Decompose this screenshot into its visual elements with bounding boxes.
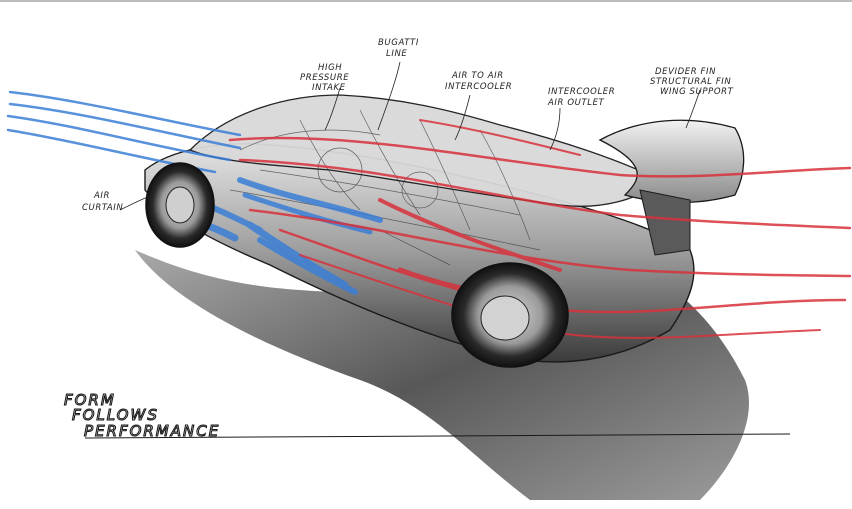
hot-air-flow-lines <box>228 119 852 339</box>
annotation-bugatti-line: BUGATTI LINE <box>378 38 422 59</box>
tagline-form-follows-performance: FORM FOLLOWS PERFORMANCE <box>64 391 220 440</box>
annotation-leader-lines <box>119 61 701 211</box>
annotation-devider-fin: DEVIDER FIN STRUCTURAL FIN WING SUPPORT <box>650 67 735 97</box>
wing-support-fin <box>639 189 691 256</box>
annotation-air-to-air-intercooler: AIR TO AIR INTERCOOLER <box>445 71 512 92</box>
top-border-line <box>0 0 852 2</box>
annotation-high-pressure-intake: HIGH PRESSURE INTAKE <box>300 63 353 93</box>
rear-wing <box>598 119 745 204</box>
tagline-underline <box>84 433 791 439</box>
rear-wheel <box>451 262 569 368</box>
annotation-air-curtain: AIR CURTAIN <box>82 191 123 213</box>
annotation-intercooler-air-outlet: INTERCOOLER AIR OUTLET <box>547 87 619 108</box>
front-wheel <box>145 162 215 248</box>
